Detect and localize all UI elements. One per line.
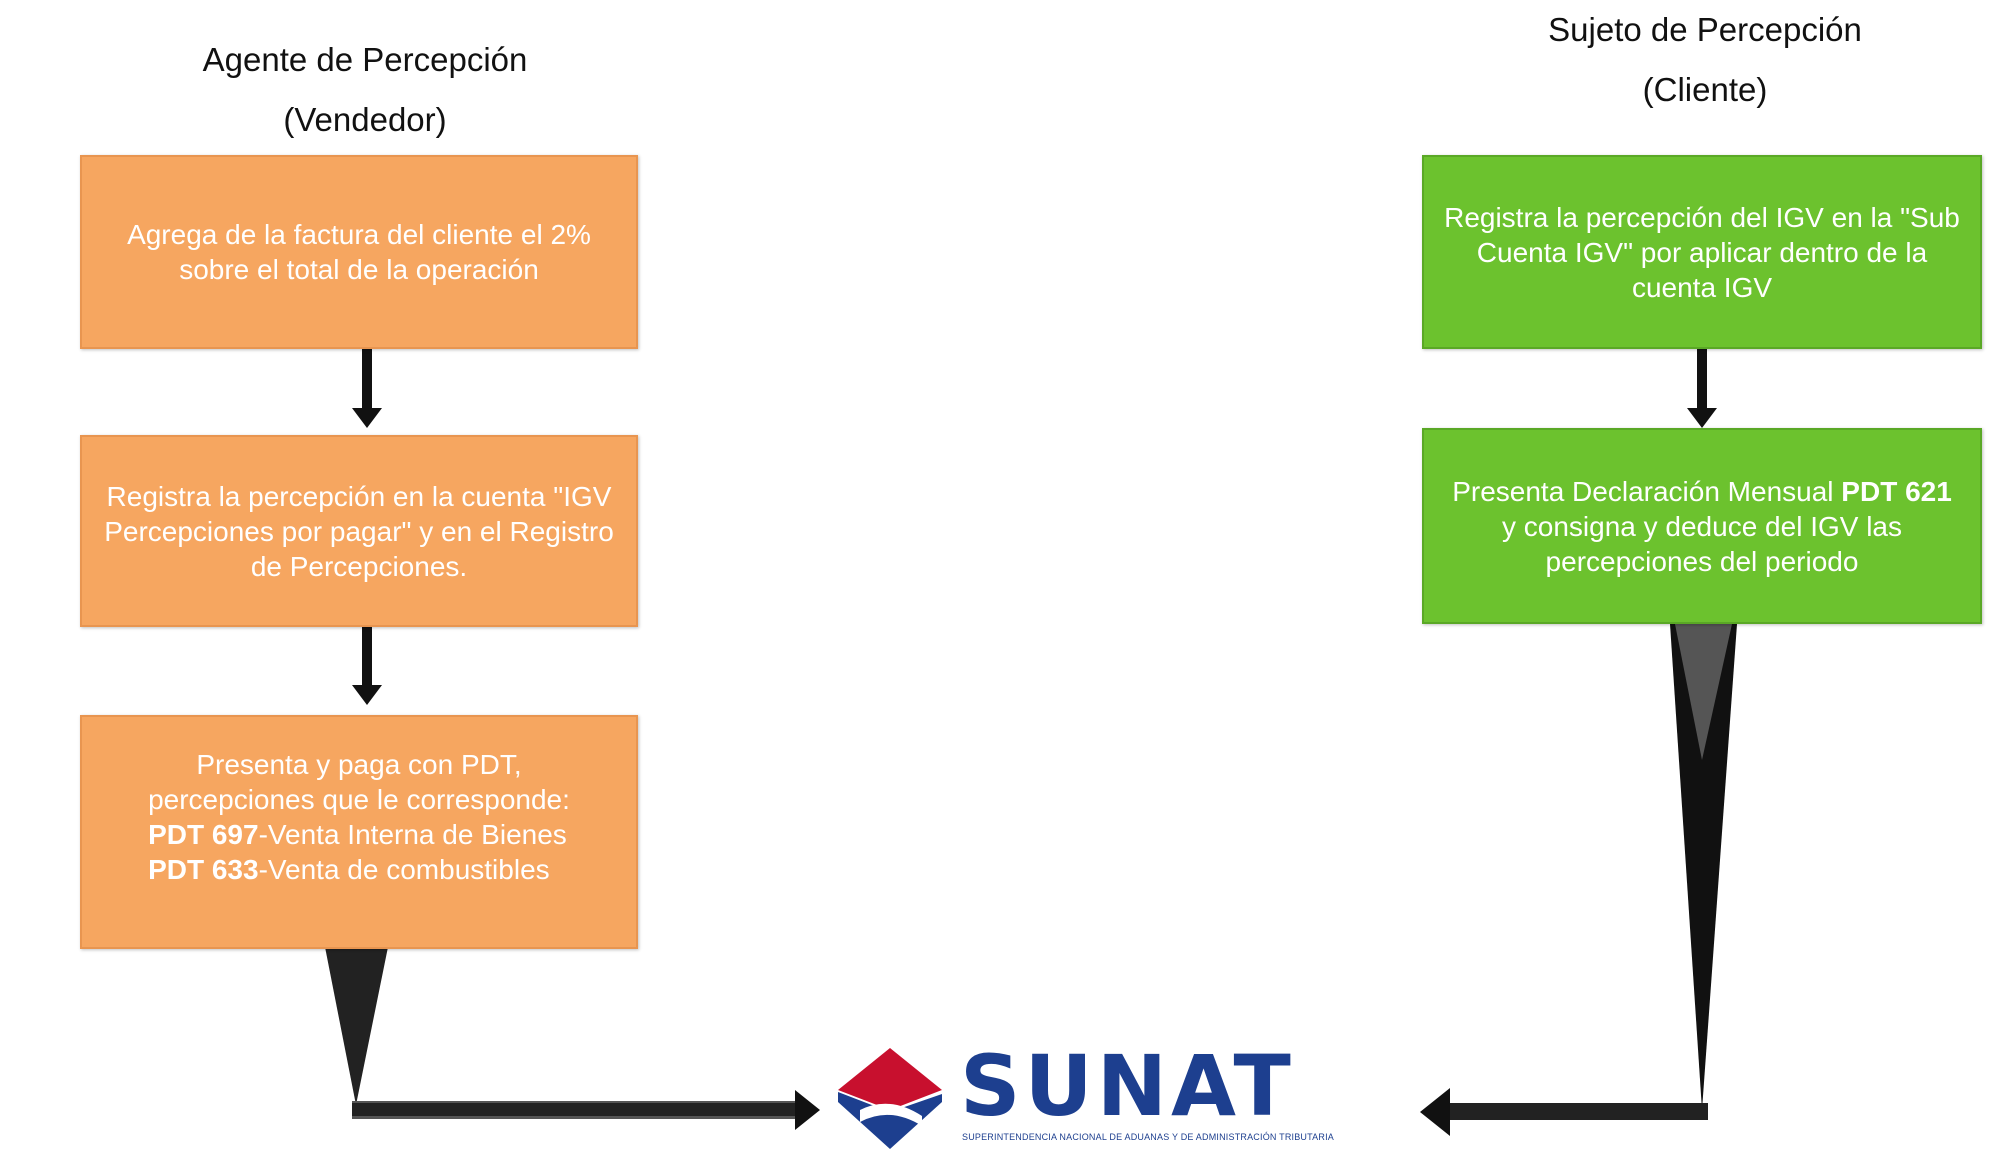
agent-step-register: Registra la percepción en la cuenta "IGV… [80,435,638,627]
declare-pdt-621: PDT 621 [1841,475,1952,507]
agent-title: Agente de Percepción [202,41,528,78]
agent-heading: Agente de Percepción (Vendedor) [80,30,650,150]
arrow-left-1 [352,346,382,428]
agent-role: (Vendedor) [283,101,447,138]
pdt-633-code: PDT 633 [148,854,259,885]
agent-step-pay-content: Presenta y paga con PDT, percepciones qu… [148,747,570,887]
agent-step-pay-line1: Presenta y paga con PDT, [196,749,522,780]
arrow-left-to-logo [325,947,820,1130]
agent-step-pay-line2: percepciones que le corresponde: [148,784,570,815]
agent-pdt-697: PDT 697-Venta Interna de Bienes [148,817,570,852]
sunat-wordmark: SUNAT [960,1037,1295,1135]
subject-title: Sujeto de Percepción [1548,11,1862,48]
sunat-emblem-icon [838,1048,942,1149]
subject-step-register-text: Registra la percepción del IGV en la "Su… [1444,201,1960,303]
sunat-subtitle: SUPERINTENDENCIA NACIONAL DE ADUANAS Y D… [962,1132,1334,1142]
subject-heading: Sujeto de Percepción (Cliente) [1420,0,1990,120]
pdt-697-code: PDT 697 [148,819,259,850]
arrow-left-2 [352,625,382,705]
declare-pre: Presenta Declaración Mensual [1452,475,1842,507]
agent-pdt-633: PDT 633-Venta de combustibles [148,852,570,887]
agent-step-invoice: Agrega de la factura del cliente el 2% s… [80,155,638,349]
agent-step-invoice-text: Agrega de la factura del cliente el 2% s… [127,219,591,285]
arrow-right-to-logo [1420,624,1737,1136]
subject-step-declare-text: Presenta Declaración Mensual PDT 621 y c… [1444,474,1960,579]
agent-step-register-text: Registra la percepción en la cuenta "IGV… [104,480,614,582]
pdt-697-desc: -Venta Interna de Bienes [258,819,567,850]
subject-role: (Cliente) [1642,71,1768,108]
arrow-right-1 [1687,346,1717,428]
pdt-633-desc: -Venta de combustibles [258,854,550,885]
sunat-logo: SUNAT SUPERINTENDENCIA NACIONAL DE ADUAN… [830,1037,1390,1149]
agent-step-pay: Presenta y paga con PDT, percepciones qu… [80,715,638,949]
subject-step-register: Registra la percepción del IGV en la "Su… [1422,155,1982,349]
declare-post: y consigna y deduce del IGV las percepci… [1501,510,1902,577]
subject-step-declare: Presenta Declaración Mensual PDT 621 y c… [1422,428,1982,624]
